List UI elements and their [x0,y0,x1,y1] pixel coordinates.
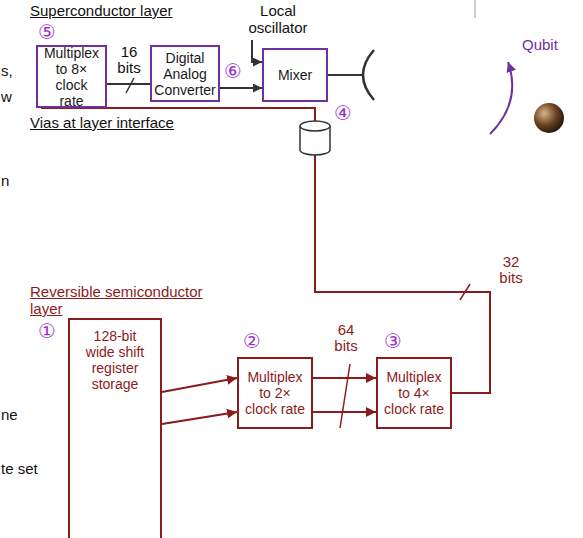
bus-slash [126,78,134,93]
text-label: w [1,88,12,105]
text-label: Reversible semiconductor layer [30,283,215,317]
bus-slash [340,364,350,428]
callout-number: ① [38,320,56,343]
callout-number: ④ [334,102,352,125]
text-label: n [1,172,9,189]
box-text: Digital Analog Converter [154,50,215,98]
process-box: Multiplex to 2× clock rate [237,357,313,429]
box-text: Multiplex to 4× clock rate [383,369,445,417]
callout-number: ② [243,330,261,353]
callout-number: ③ [384,330,402,353]
callout-number: ⑤ [38,21,56,44]
coupler-arc [363,50,374,100]
signal-connector [313,411,376,413]
process-box: Mixer [262,48,328,102]
box-text: Multiplex to 2× clock rate [244,369,306,417]
via-cylinder-top [300,121,330,131]
text-label: Vias at layer interface [30,114,174,131]
signal-connector [313,377,376,379]
signal-connector [162,412,237,424]
process-box: Multiplex to 8× clock rate [36,45,107,108]
qubit-state-arrow [490,62,512,134]
process-box: 128-bit wide shift register storage [68,318,162,538]
bus-slash [460,284,470,300]
box-text: 128-bit wide shift register storage [85,328,145,392]
oscillator-feed [252,40,262,62]
callout-number: ⑥ [224,60,242,83]
bus-width-label: 16 bits [110,44,148,76]
text-label: Superconductor layer [30,2,173,19]
signal-connector [220,87,262,89]
process-box: Digital Analog Converter [150,45,220,102]
text-label: te set [1,460,38,477]
qubit-sphere [534,103,564,133]
text-label: Local oscillator [238,2,318,36]
bus-width-label: 32 bits [494,254,528,286]
signal-connector [41,108,490,393]
text-label: ne [1,406,18,423]
bus-width-label: 64 bits [326,322,366,354]
signal-connector [162,378,237,392]
box-text: Multiplex to 8× clock rate [43,45,100,109]
process-box: Multiplex to 4× clock rate [376,357,452,429]
mixer-output-wire [328,74,362,76]
connector-group [41,84,490,424]
slide-border [475,0,476,18]
text-label: s, [1,62,13,79]
box-text: Mixer [278,67,312,83]
signal-connector [107,83,150,85]
text-label: Qubit [522,36,558,53]
